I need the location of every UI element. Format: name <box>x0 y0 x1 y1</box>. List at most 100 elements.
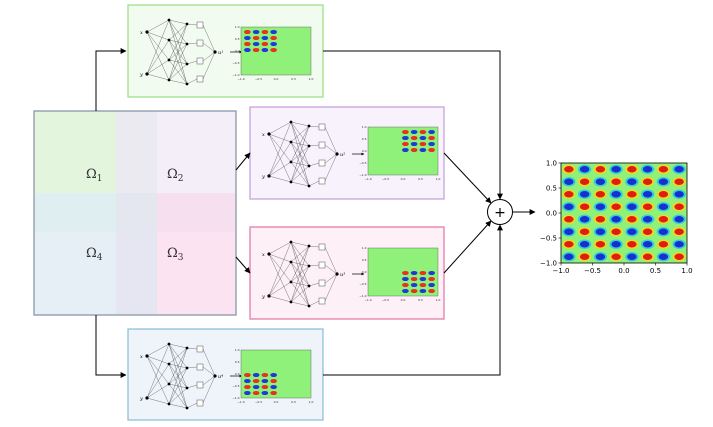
result-blob-positive <box>595 191 606 198</box>
mini-x-tick: −1.0 <box>237 77 244 81</box>
mini-blob-positive <box>261 41 269 47</box>
mini-x-tick: −0.5 <box>382 177 389 181</box>
result-blob-positive <box>627 166 637 173</box>
input-node <box>145 354 149 358</box>
result-blob-positive <box>658 191 669 198</box>
hidden-node <box>307 284 311 288</box>
mini-y-tick: 0.5 <box>235 37 240 41</box>
mini-blob-positive <box>402 270 409 276</box>
mini-blob-negative <box>270 384 277 390</box>
mini-blob-negative <box>270 41 277 47</box>
mini-blob-positive <box>244 29 251 35</box>
result-blob-negative <box>674 216 684 223</box>
subdomain-plot-3: −1.0−1.0−0.5−0.50.00.00.50.51.01.0 <box>359 246 440 302</box>
domain-label-3-sub: 3 <box>178 253 184 263</box>
result-blob-negative <box>579 241 590 248</box>
mini-blob-negative <box>402 147 409 153</box>
mini-blob-positive <box>402 282 409 288</box>
input-label: x <box>140 354 143 360</box>
output-node <box>213 50 217 54</box>
mini-blob-negative <box>244 390 251 396</box>
result-blob-negative <box>579 216 590 223</box>
result-blob-positive <box>611 203 621 210</box>
hidden-node <box>307 264 311 268</box>
mini-blob-positive <box>428 135 435 141</box>
mini-blob-negative <box>261 47 269 53</box>
mini-x-tick: 0.5 <box>418 177 423 181</box>
output-node <box>335 152 339 156</box>
mini-blob-positive <box>428 147 435 153</box>
result-blob-negative <box>579 166 590 173</box>
domain-label-1-base: Ω <box>86 167 97 182</box>
input-label: y <box>139 72 143 78</box>
mini-y-tick: −0.5 <box>359 161 366 165</box>
result-blob-negative <box>564 178 574 185</box>
result-blob-negative <box>611 166 621 173</box>
result-blob-positive <box>611 178 621 185</box>
activation-square <box>196 381 204 389</box>
mini-y-tick: 1.0 <box>235 348 240 352</box>
network-edges <box>268 121 338 187</box>
hidden-node <box>289 160 293 164</box>
mini-blob-positive <box>419 141 427 147</box>
domain-label-2: Ω2 <box>167 167 184 184</box>
input-node <box>267 252 271 256</box>
input-node <box>145 72 149 76</box>
result-blob-negative <box>627 178 637 185</box>
hidden-node <box>289 240 293 244</box>
activation-square <box>196 363 204 371</box>
result-blob-negative <box>595 228 606 235</box>
hidden-node <box>167 18 171 22</box>
result-blob-positive <box>564 241 574 248</box>
hidden-node <box>289 120 293 124</box>
mini-y-tick: −0.5 <box>359 282 366 286</box>
hidden-node <box>185 22 189 26</box>
result-blob-negative <box>658 253 669 260</box>
activation-square <box>318 141 326 149</box>
result-blob-positive <box>627 191 637 198</box>
result-x-tick: 0.0 <box>618 267 629 275</box>
connector-domain-to-net1 <box>95 48 127 111</box>
input-node <box>145 396 149 400</box>
mini-x-tick: −1.0 <box>364 177 371 181</box>
network-edges <box>146 19 216 85</box>
overlap-2-3 <box>157 193 236 232</box>
result-blob-positive <box>658 241 669 248</box>
overlap-3-4 <box>116 232 157 315</box>
hidden-node <box>167 58 171 62</box>
mini-blob-negative <box>419 288 427 294</box>
mini-blob-negative <box>252 384 260 390</box>
result-blob-negative <box>642 191 653 198</box>
result-plot-area <box>561 163 687 263</box>
result-blob-positive <box>642 178 653 185</box>
activation-square <box>318 123 326 131</box>
mini-blob-negative <box>410 282 418 288</box>
hidden-node <box>307 124 311 128</box>
result-blob-negative <box>674 191 684 198</box>
domain-decomposition: Ω1 Ω2 Ω4 Ω3 <box>33 110 237 316</box>
connector-net4-to-sum <box>323 224 503 376</box>
mini-blob-positive <box>428 288 435 294</box>
mini-blob-negative <box>410 270 418 276</box>
mini-blob-negative <box>410 129 418 135</box>
connector-net1-to-sum <box>323 50 503 200</box>
input-node <box>267 174 271 178</box>
mini-blob-positive <box>261 384 269 390</box>
mini-y-tick: 0.5 <box>235 360 240 364</box>
result-blob-positive <box>627 216 637 223</box>
output-label: u¹ <box>218 50 223 56</box>
mini-blob-positive <box>244 41 251 47</box>
mini-y-tick: 0.5 <box>362 137 367 141</box>
activation-square <box>196 39 204 47</box>
network-edges <box>146 343 216 409</box>
result-y-tick: 0.5 <box>546 185 557 193</box>
mini-blob-positive <box>419 270 427 276</box>
mini-y-tick: 0.0 <box>235 372 240 376</box>
activation-square <box>196 21 204 29</box>
mini-x-tick: 1.0 <box>436 177 441 181</box>
mini-y-tick: −0.5 <box>232 61 239 65</box>
result-blob-negative <box>595 253 606 260</box>
result-blob-positive <box>674 178 684 185</box>
result-blob-negative <box>627 228 637 235</box>
